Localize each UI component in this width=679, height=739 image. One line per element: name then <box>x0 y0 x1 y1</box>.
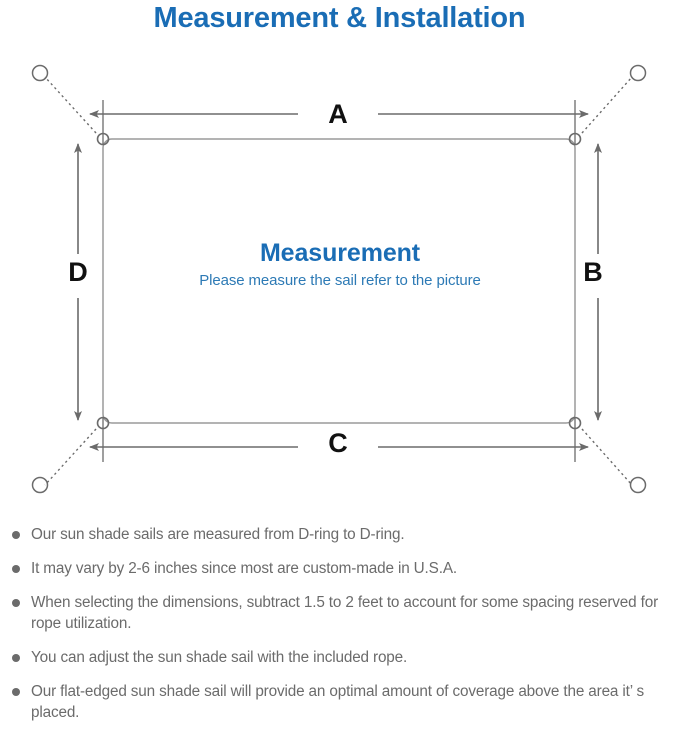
sail-rectangle <box>102 138 576 424</box>
rope-top-left <box>44 76 97 134</box>
bullet-icon <box>12 599 20 607</box>
diagram-svg <box>31 64 647 494</box>
list-item: Our flat-edged sun shade sail will provi… <box>0 681 679 723</box>
measurement-diagram: Measurement Please measure the sail refe… <box>0 48 679 518</box>
rope-bottom-left <box>44 428 97 486</box>
note-text: You can adjust the sun shade sail with t… <box>31 649 408 666</box>
dimension-label-c: C <box>328 428 348 458</box>
anchor-point-top-right <box>629 64 647 82</box>
anchor-point-top-left <box>31 64 49 82</box>
note-text: When selecting the dimensions, subtract … <box>31 594 659 632</box>
dimension-label-a: A <box>328 99 348 129</box>
bullet-icon <box>12 654 20 662</box>
bullet-icon <box>12 688 20 696</box>
rope-top-right <box>581 76 633 134</box>
note-text: Our flat-edged sun shade sail will provi… <box>31 683 645 721</box>
list-item: When selecting the dimensions, subtract … <box>0 592 679 634</box>
dimension-label-d: D <box>68 257 88 287</box>
bullet-icon <box>12 565 20 573</box>
note-text: Our sun shade sails are measured from D-… <box>31 526 405 543</box>
dimension-label-b: B <box>583 257 603 287</box>
anchor-point-bottom-right <box>629 476 647 494</box>
bullet-icon <box>12 531 20 539</box>
rope-bottom-right <box>581 428 633 486</box>
list-item: It may vary by 2-6 inches since most are… <box>0 558 679 579</box>
list-item: You can adjust the sun shade sail with t… <box>0 647 679 668</box>
notes-list: Our sun shade sails are measured from D-… <box>0 524 679 723</box>
list-item: Our sun shade sails are measured from D-… <box>0 524 679 545</box>
page-title: Measurement & Installation <box>153 2 526 34</box>
note-text: It may vary by 2-6 inches since most are… <box>31 560 457 577</box>
anchor-point-bottom-left <box>31 476 49 494</box>
